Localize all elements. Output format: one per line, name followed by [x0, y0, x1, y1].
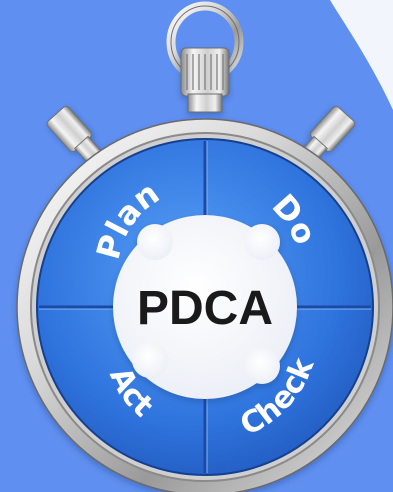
center-puzzle-piece	[113, 215, 297, 399]
center-label: PDCA	[137, 282, 273, 335]
corner-shape	[330, 0, 393, 110]
stopwatch-crown	[180, 47, 230, 113]
